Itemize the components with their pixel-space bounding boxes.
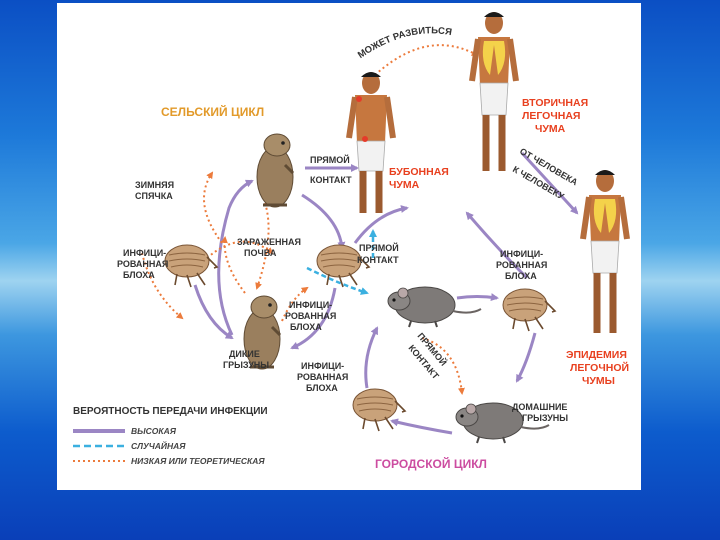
- legend-label-low: НИЗКАЯ ИЛИ ТЕОРЕТИЧЕСКАЯ: [131, 456, 265, 466]
- may-develop-label: МОЖЕТ РАЗВИТЬСЯ: [356, 25, 453, 61]
- flea-center-line3: БЛОХА: [290, 322, 322, 332]
- legend: ВЕРОЯТНОСТЬ ПЕРЕДАЧИ ИНФЕКЦИИ ВЫСОКАЯ СЛ…: [73, 406, 268, 466]
- direct-contact-mid-line2: КОНТАКТ: [357, 255, 399, 265]
- human-bubonic-figure: [346, 72, 396, 213]
- hibernation-line1: ЗИМНЯЯ: [135, 180, 174, 190]
- flea-right-line1: ИНФИЦИ-: [500, 249, 543, 259]
- arrow-gopher-to-flea-right: [301, 193, 346, 250]
- arrow-flea-left-down: [141, 252, 184, 320]
- direct-contact-top-line2: КОНТАКТ: [310, 175, 352, 185]
- epidemic-line1: ЭПИДЕМИЯ: [566, 349, 627, 361]
- arrow-wild-to-flea-low: [220, 236, 246, 294]
- bubonic-line2: ЧУМА: [389, 179, 420, 191]
- arrow-hibernation: [203, 171, 223, 244]
- secondary-pneumonic-line1: ВТОРИЧНАЯ: [522, 97, 588, 109]
- infected-soil-line1: ЗАРАЖЕННАЯ: [237, 237, 301, 247]
- arrow-flea-right-to-wild-rodent: [290, 287, 337, 350]
- secondary-pneumonic-line3: ЧУМА: [535, 123, 566, 135]
- flea-bottom: [352, 388, 406, 432]
- legend-label-random: СЛУЧАЙНАЯ: [131, 440, 186, 451]
- arrows: [141, 44, 579, 435]
- arrow-direct-contact-rat-domestic: [421, 337, 465, 395]
- arrow-flea-to-human: [353, 205, 409, 244]
- arrow-flea-left-to-wild-rodent: [193, 284, 234, 340]
- wild-rodents-line1: ДИКИЕ: [229, 349, 260, 359]
- direct-contact-top-line1: ПРЯМОЙ: [310, 154, 350, 165]
- wild-rat-center: [387, 286, 482, 328]
- legend-title: ВЕРОЯТНОСТЬ ПЕРЕДАЧИ ИНФЕКЦИИ: [73, 406, 268, 417]
- bubonic-line1: БУБОННАЯ: [389, 166, 449, 178]
- figures: [164, 12, 630, 444]
- domestic-rodents-line1: ДОМАШНИЕ: [512, 402, 567, 412]
- domestic-rodents-line2: ГРЫЗУНЫ: [522, 413, 568, 423]
- urban-cycle-title: ГОРОДСКОЙ ЦИКЛ: [375, 456, 487, 471]
- flea-center-line1: ИНФИЦИ-: [289, 300, 332, 310]
- direct-contact-mid-line1: ПРЯМОЙ: [359, 242, 399, 253]
- arrow-flea-right-to-epidemic: [465, 211, 529, 280]
- flea-right: [502, 288, 556, 332]
- arrow-soil-down: [255, 202, 270, 290]
- plague-transmission-diagram: СЕЛЬСКИЙ ЦИКЛ ГОРОДСКОЙ ЦИКЛ МОЖЕТ РАЗВИ…: [73, 12, 630, 471]
- arrow-person-to-person: [520, 151, 579, 215]
- flea-left: [164, 244, 218, 288]
- flea-left-line3: БЛОХА: [123, 270, 155, 280]
- slide-canvas: СЕЛЬСКИЙ ЦИКЛ ГОРОДСКОЙ ЦИКЛ МОЖЕТ РАЗВИ…: [57, 3, 641, 490]
- arrow-domestic-to-flea-bottom: [390, 418, 453, 435]
- flea-right-line2: РОВАННАЯ: [496, 260, 547, 270]
- flea-bottom-line1: ИНФИЦИ-: [301, 361, 344, 371]
- arrow-wild-rodent-to-top-gopher: [217, 179, 254, 336]
- flea-bottom-line3: БЛОХА: [306, 383, 338, 393]
- epidemic-line2: ЛЕГОЧНОЙ: [570, 361, 629, 374]
- hibernation-line2: СПЯЧКА: [135, 191, 173, 201]
- flea-left-line1: ИНФИЦИ-: [123, 248, 166, 258]
- arrow-rat-to-flea-right: [456, 293, 499, 302]
- human-secondary-pneumonic-figure: [469, 12, 519, 171]
- rural-cycle-title: СЕЛЬСКИЙ ЦИКЛ: [161, 104, 264, 119]
- arrow-may-develop: [374, 44, 479, 76]
- arrow-flea-to-rat-random: [306, 266, 369, 295]
- flea-center-line2: РОВАННАЯ: [285, 311, 336, 321]
- secondary-pneumonic-line2: ЛЕГОЧНАЯ: [522, 110, 580, 122]
- legend-label-high: ВЫСОКАЯ: [131, 426, 177, 436]
- arrow-flea-right-to-domestic: [515, 332, 537, 383]
- human-pneumonic-epidemic-figure: [580, 170, 630, 333]
- flea-bottom-line2: РОВАННАЯ: [297, 372, 348, 382]
- flea-left-line2: РОВАННАЯ: [117, 259, 168, 269]
- arrow-flea-bottom-to-rat: [364, 326, 379, 389]
- epidemic-line3: ЧУМЫ: [582, 375, 615, 387]
- prairie-dog-top: [255, 132, 295, 209]
- flea-right-line3: БЛОХА: [505, 271, 537, 281]
- wild-rodents-line2: ГРЫЗУНЫ: [223, 360, 269, 370]
- infected-soil-line2: ПОЧВА: [244, 248, 277, 258]
